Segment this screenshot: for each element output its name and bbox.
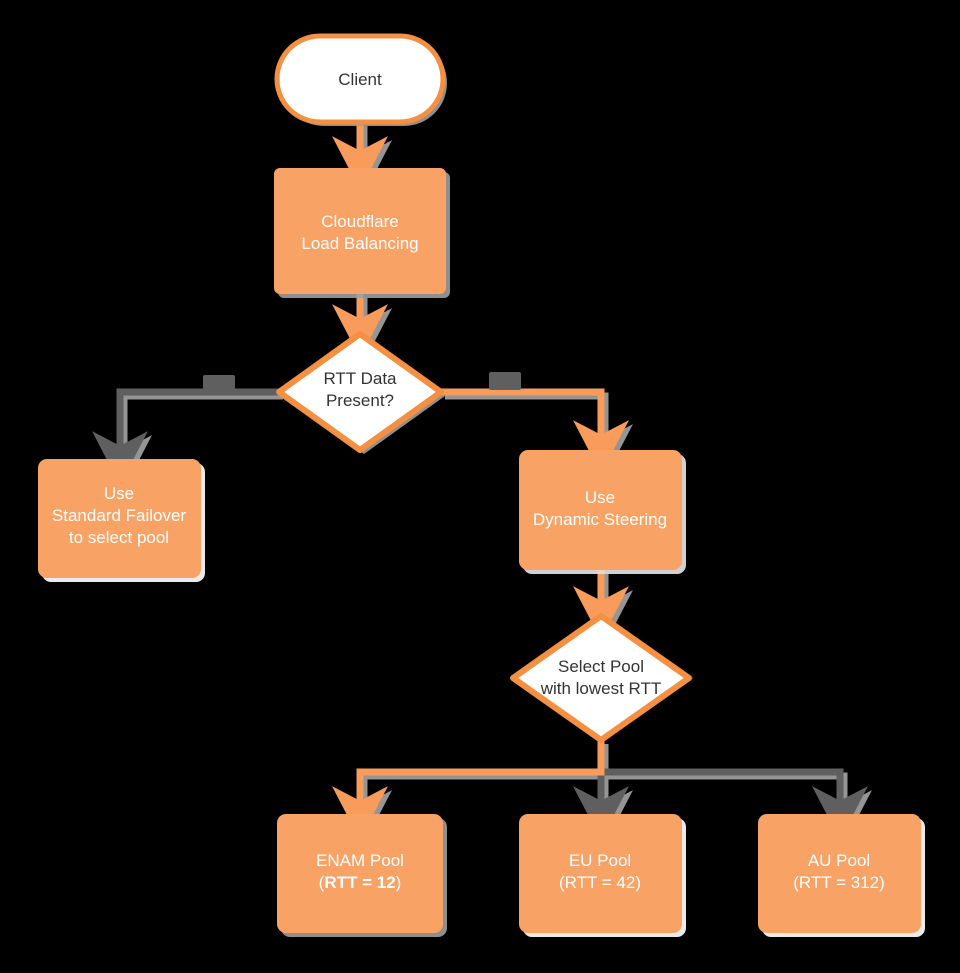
node-au-pool-shape — [758, 814, 921, 933]
edge-rtt-check-to-steering — [441, 388, 629, 475]
node-enam-pool[interactable]: ENAM Pool(RTT = 12) — [277, 814, 447, 937]
node-standard-failover-shape — [38, 459, 201, 578]
edge-label-rtt-check-yes — [489, 372, 521, 390]
node-au-pool[interactable]: AU Pool(RTT = 312) — [758, 814, 925, 937]
node-eu-pool-shape — [519, 814, 682, 933]
node-enam-pool-shape — [277, 814, 443, 933]
node-client[interactable]: Client — [274, 33, 447, 126]
edge-label-rtt-check-no — [203, 375, 235, 393]
node-dynamic-steering-shape — [519, 450, 682, 570]
edge-select-pool-to-au — [601, 768, 868, 841]
node-select-pool-lowest-rtt-shape — [510, 613, 692, 743]
node-client-shape — [274, 33, 446, 125]
node-eu-pool[interactable]: EU Pool(RTT = 42) — [519, 814, 686, 937]
node-load-balancing-shape — [274, 168, 446, 294]
node-rtt-data-present-shape — [276, 331, 444, 453]
edge-select-pool-to-enam — [332, 740, 605, 841]
